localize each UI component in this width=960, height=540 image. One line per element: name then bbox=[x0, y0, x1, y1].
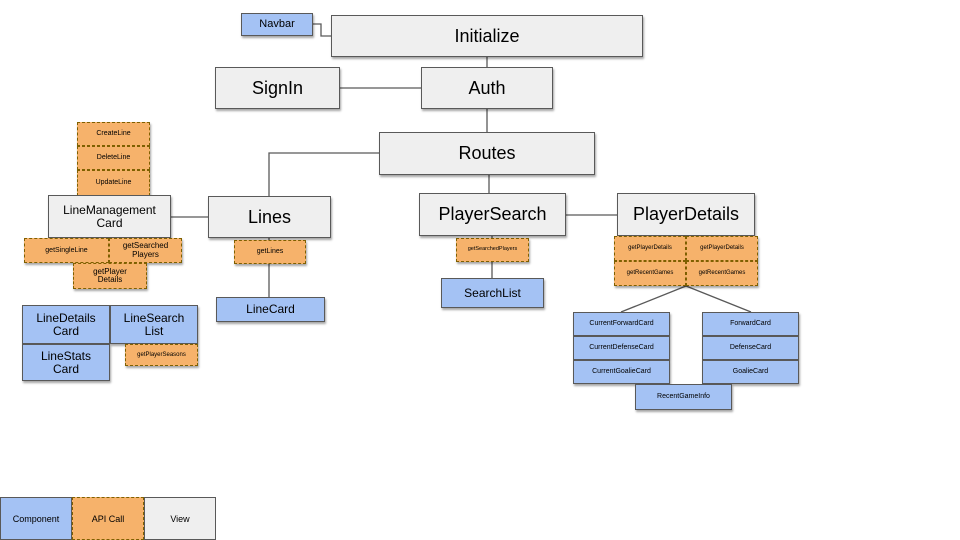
get-recent-games-api: getRecentGames bbox=[686, 261, 758, 286]
get-recent-games-api: getRecentGames bbox=[614, 261, 686, 286]
get-lines-api: getLines bbox=[234, 240, 306, 264]
get-searched-players-api: getSearchedPlayers bbox=[456, 238, 529, 262]
delete-line-api: DeleteLine bbox=[77, 146, 150, 170]
get-player-details-api: getPlayerDetails bbox=[614, 236, 686, 261]
legend-view: View bbox=[144, 497, 216, 540]
navbar-component: Navbar bbox=[241, 13, 313, 36]
line-details-card-component: LineDetails Card bbox=[22, 305, 110, 344]
legend-component: Component bbox=[0, 497, 72, 540]
goalie-card-component: GoalieCard bbox=[702, 360, 799, 384]
current-defense-card-component: CurrentDefenseCard bbox=[573, 336, 670, 360]
get-player-details-api: getPlayerDetails bbox=[686, 236, 758, 261]
get-single-line-api: getSingleLine bbox=[24, 238, 109, 263]
line-stats-card-component: LineStats Card bbox=[22, 344, 110, 381]
signin-view: SignIn bbox=[215, 67, 340, 109]
lines-view: Lines bbox=[208, 196, 331, 238]
line-card-component: LineCard bbox=[216, 297, 325, 322]
get-player-details-api: getPlayer Details bbox=[73, 263, 147, 289]
defense-card-component: DefenseCard bbox=[702, 336, 799, 360]
create-line-api: CreateLine bbox=[77, 122, 150, 146]
get-player-seasons-api: getPlayerSeasons bbox=[125, 344, 198, 366]
initialize-view: Initialize bbox=[331, 15, 643, 57]
player-search-view: PlayerSearch bbox=[419, 193, 566, 236]
forward-card-component: ForwardCard bbox=[702, 312, 799, 336]
routes-view: Routes bbox=[379, 132, 595, 175]
line-search-list-component: LineSearch List bbox=[110, 305, 198, 344]
get-searched-players-api: getSearched Players bbox=[109, 238, 182, 263]
update-line-api: UpdateLine bbox=[77, 170, 150, 196]
current-forward-card-component: CurrentForwardCard bbox=[573, 312, 670, 336]
recent-game-info-component: RecentGameInfo bbox=[635, 384, 732, 410]
player-details-view: PlayerDetails bbox=[617, 193, 755, 236]
current-goalie-card-component: CurrentGoalieCard bbox=[573, 360, 670, 384]
line-management-card-view: LineManagement Card bbox=[48, 195, 171, 238]
auth-view: Auth bbox=[421, 67, 553, 109]
legend-api-call: API Call bbox=[72, 497, 144, 540]
search-list-component: SearchList bbox=[441, 278, 544, 308]
